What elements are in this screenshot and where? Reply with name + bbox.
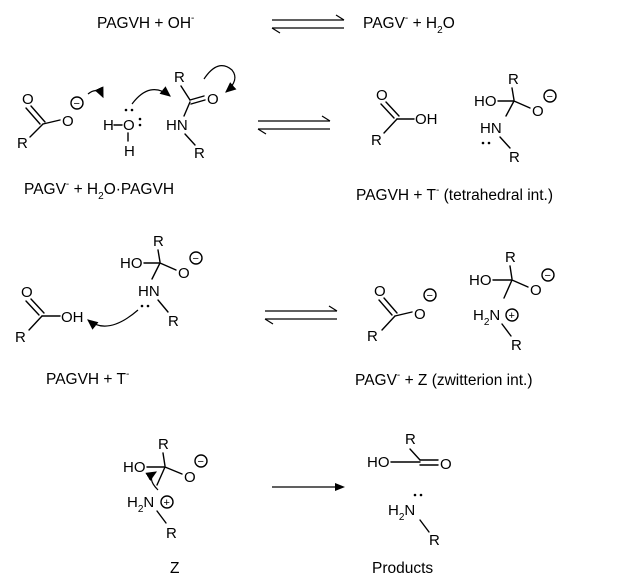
svg-text:O: O xyxy=(123,117,135,134)
svg-text:O: O xyxy=(414,306,426,323)
svg-text:O: O xyxy=(440,456,452,473)
svg-text:R: R xyxy=(429,532,440,549)
svg-text:O: O xyxy=(62,113,74,130)
svg-text:R: R xyxy=(158,436,169,453)
svg-text:OH: OH xyxy=(61,309,84,326)
curved-arrow-1 xyxy=(87,86,104,99)
svg-text:OH: OH xyxy=(415,111,438,128)
svg-text:HO: HO xyxy=(123,459,146,476)
svg-text:HN: HN xyxy=(138,283,160,300)
svg-text:+: + xyxy=(509,310,515,322)
curved-arrow-5 xyxy=(145,471,159,491)
svg-text:O: O xyxy=(184,469,196,486)
svg-text:HO: HO xyxy=(469,272,492,289)
svg-text:O: O xyxy=(21,284,33,301)
svg-text:PAGV- + H2O: PAGV- + H2O xyxy=(363,13,455,36)
svg-text:R: R xyxy=(194,145,205,162)
svg-text:−: − xyxy=(427,290,433,302)
carboxylic-acid-1: O R OH xyxy=(371,87,438,149)
svg-text:R: R xyxy=(174,69,185,86)
svg-text:H: H xyxy=(103,117,114,134)
carboxylic-acid-2: O R OH xyxy=(15,284,84,346)
eq3-equilibrium-arrows xyxy=(264,305,338,325)
svg-text:−: − xyxy=(545,270,551,282)
svg-text:O: O xyxy=(530,282,542,299)
svg-text:O: O xyxy=(178,265,190,282)
svg-text:O: O xyxy=(207,91,219,108)
svg-text:PAGVH + T-: PAGVH + T- xyxy=(46,369,129,388)
reaction-arrow xyxy=(272,483,345,491)
svg-text:HN: HN xyxy=(166,117,188,134)
eq3-left-label: PAGVH + T- xyxy=(46,369,129,388)
svg-text:R: R xyxy=(17,135,28,152)
svg-text:R: R xyxy=(166,525,177,542)
carboxylate-molecule-1: O R O − xyxy=(17,91,84,152)
water-molecule: H O H xyxy=(103,108,142,160)
svg-text:R: R xyxy=(509,149,520,166)
curved-arrow-2 xyxy=(131,86,171,105)
svg-text:Products: Products xyxy=(372,560,433,577)
curved-arrow-3 xyxy=(203,65,237,93)
tetrahedral-intermediate-2: R HO O − HN R xyxy=(120,233,203,330)
eq3-right-label: PAGV- + Z (zwitterion int.) xyxy=(355,370,532,389)
eq1-equilibrium-arrows xyxy=(271,14,345,34)
svg-text:R: R xyxy=(367,328,378,345)
svg-text:−: − xyxy=(198,456,204,468)
svg-text:H2N: H2N xyxy=(473,307,500,328)
eq2-left-label: PAGV- + H2O·PAGVH xyxy=(24,179,174,202)
svg-text:HO: HO xyxy=(474,93,497,110)
svg-text:R: R xyxy=(168,313,179,330)
svg-text:O: O xyxy=(532,103,544,120)
svg-text:O: O xyxy=(376,87,388,104)
svg-text:R: R xyxy=(505,249,516,266)
svg-text:−: − xyxy=(547,91,553,103)
svg-text:R: R xyxy=(371,132,382,149)
curved-arrow-4 xyxy=(87,309,139,330)
svg-text:R: R xyxy=(511,337,522,354)
zwitterion-intermediate-2: R HO O − H2N + R xyxy=(123,436,208,542)
svg-text:PAGVH + T- (tetrahedral int.): PAGVH + T- (tetrahedral int.) xyxy=(356,185,553,204)
svg-text:+: + xyxy=(164,497,170,509)
svg-text:Z: Z xyxy=(170,560,179,577)
product-amine: H2N R xyxy=(388,493,440,549)
eq4-right-label: Products xyxy=(372,560,433,577)
carboxylate-molecule-2: O R O − xyxy=(367,283,437,345)
svg-text:PAGVH + OH-: PAGVH + OH- xyxy=(97,13,194,32)
eq1-left-label: PAGVH + OH- xyxy=(97,13,194,32)
product-acid: R HO O xyxy=(367,431,452,473)
eq2-equilibrium-arrows xyxy=(257,115,331,135)
svg-text:H2N: H2N xyxy=(388,502,415,523)
svg-text:R: R xyxy=(153,233,164,250)
charge-minus-1 xyxy=(70,96,84,110)
zwitterion-intermediate-1: R HO O − H2N + R xyxy=(469,249,555,354)
svg-text:HN: HN xyxy=(480,120,502,137)
svg-text:R: R xyxy=(15,329,26,346)
eq4-left-label: Z xyxy=(170,560,179,577)
amide-molecule-1: R O HN R xyxy=(166,69,219,162)
svg-text:O: O xyxy=(374,283,386,300)
svg-text:R: R xyxy=(508,71,519,88)
eq2-right-label: PAGVH + T- (tetrahedral int.) xyxy=(356,185,553,204)
eq1-right-label: PAGV- + H2O xyxy=(363,13,455,36)
svg-text:H: H xyxy=(124,143,135,160)
svg-text:−: − xyxy=(74,98,80,110)
svg-text:HO: HO xyxy=(367,454,390,471)
svg-text:−: − xyxy=(193,253,199,265)
svg-text:H2N: H2N xyxy=(127,494,154,515)
svg-text:O: O xyxy=(22,91,34,108)
svg-text:R: R xyxy=(405,431,416,448)
svg-text:HO: HO xyxy=(120,255,143,272)
tetrahedral-intermediate-1: R HO O − HN R xyxy=(474,71,557,166)
svg-text:PAGV- + H2O·PAGVH: PAGV- + H2O·PAGVH xyxy=(24,179,174,202)
svg-text:PAGV- + Z (zwitterion int.): PAGV- + Z (zwitterion int.) xyxy=(355,370,532,389)
